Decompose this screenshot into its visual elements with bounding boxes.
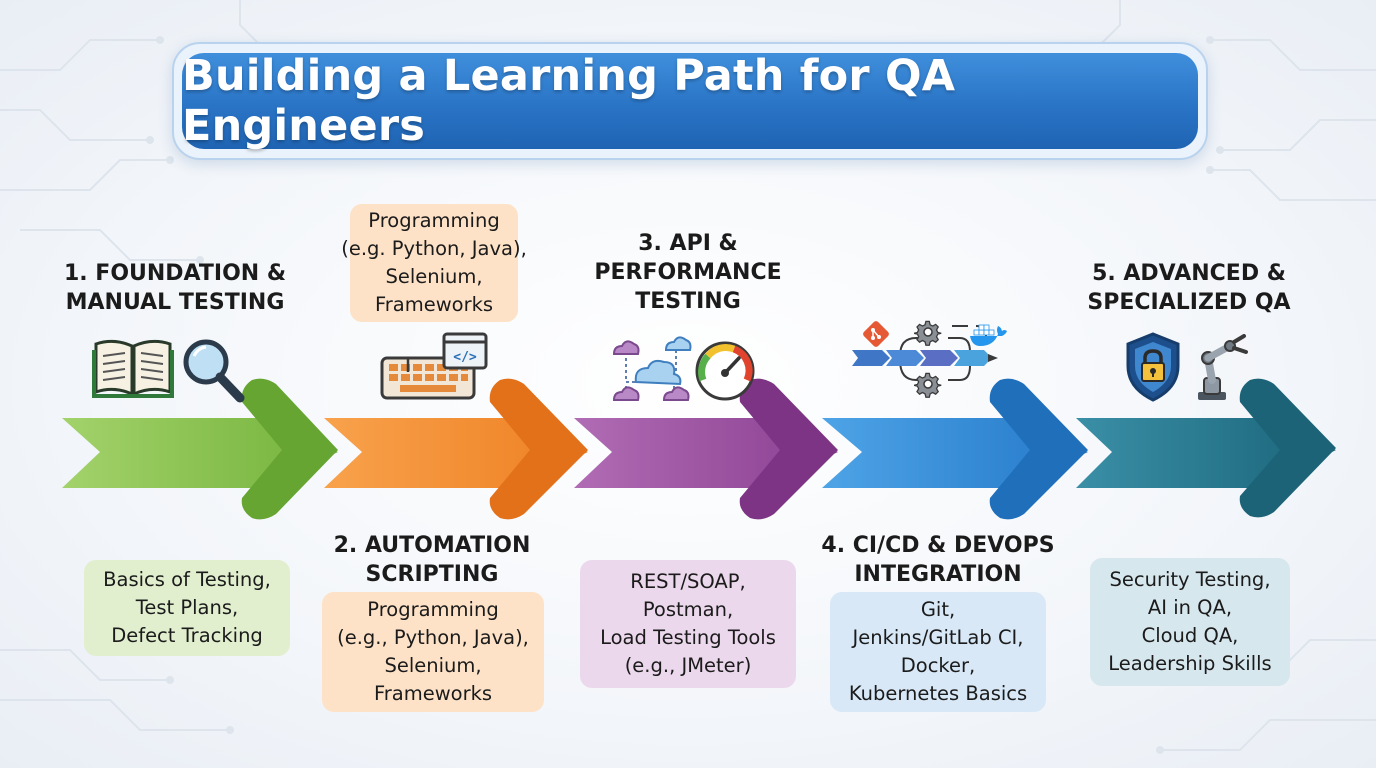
step-2-heading: 2. AUTOMATION SCRIPTING: [333, 533, 531, 587]
page-title: Building a Learning Path for QA Engineer…: [182, 51, 956, 151]
svg-text:</>: </>: [453, 350, 477, 365]
robot-arm-icon: [1198, 334, 1248, 400]
step-5-notes: Security Testing, AI in QA, Cloud QA, Le…: [1090, 558, 1290, 686]
step-3-heading: 3. API & PERFORMANCE TESTING: [594, 231, 782, 314]
step-1-notes: Basics of Testing, Test Plans, Defect Tr…: [84, 560, 290, 656]
step-5-heading: 5. ADVANCED & SPECIALIZED QA: [1087, 261, 1291, 315]
gear-icon-lower: [914, 372, 942, 398]
cloud-network-icon: [612, 336, 692, 401]
shield-lock-icon: [1126, 332, 1180, 402]
step-1-heading: 1. FOUNDATION & MANUAL TESTING: [63, 261, 287, 315]
book-icon: [92, 339, 174, 398]
step-2-notes: Programming (e.g., Python, Java), Seleni…: [322, 592, 544, 712]
pipeline-icon: [852, 325, 998, 381]
step-2-top-notes: Programming (e.g. Python, Java), Seleniu…: [341, 204, 527, 322]
magnifier-icon: [183, 339, 245, 403]
title-box: Building a Learning Path for QA Engineer…: [182, 51, 1198, 151]
step-4-heading: 4. CI/CD & DEVOPS INTEGRATION: [821, 533, 1055, 587]
git-icon: [863, 321, 889, 347]
speedometer-icon: [695, 341, 755, 401]
gear-icon: [914, 320, 942, 346]
code-window-icon: </>: [406, 332, 488, 372]
step-3-notes: REST/SOAP, Postman, Load Testing Tools (…: [580, 560, 796, 688]
step-4-notes: Git, Jenkins/GitLab CI, Docker, Kubernet…: [830, 592, 1046, 712]
title-banner: Building a Learning Path for QA Engineer…: [172, 42, 1208, 160]
docker-icon: [970, 324, 1007, 346]
